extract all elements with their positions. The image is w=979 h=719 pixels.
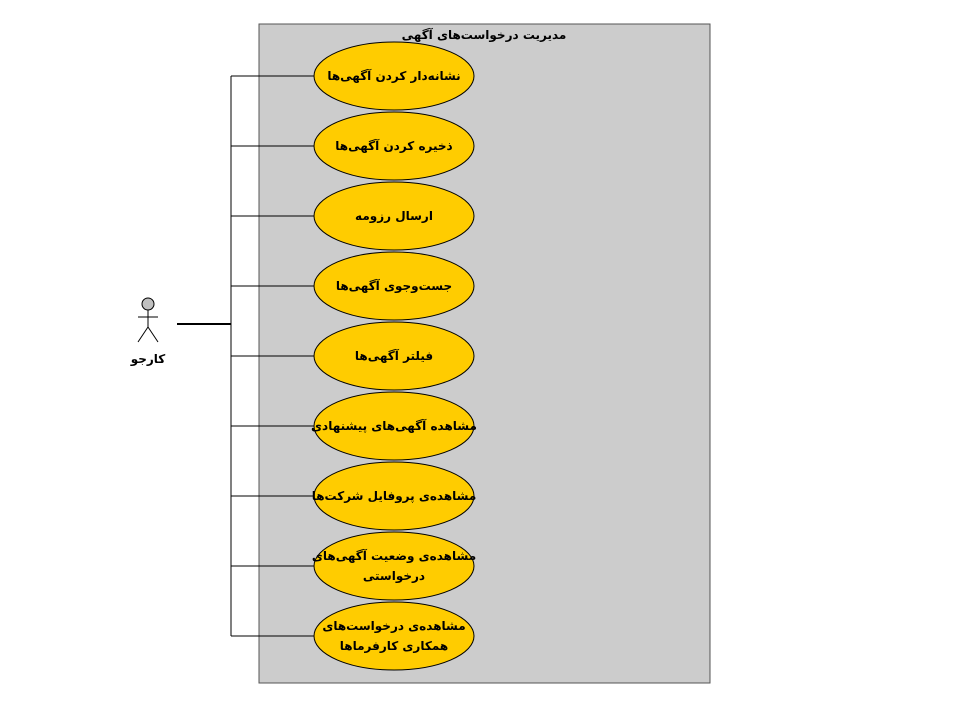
use-case-label: ذخیره کردن آگهی‌ها xyxy=(335,138,452,153)
system-title: مدیریت درخواست‌های آگهی xyxy=(402,27,567,43)
use-case[interactable]: فیلتر آگهی‌ها xyxy=(313,321,475,391)
use-cases: نشانه‌دار کردن آگهی‌ها ذخیره کردن آگهی‌ها… xyxy=(311,41,477,671)
use-case-ellipse xyxy=(313,41,475,111)
actor-head-icon xyxy=(141,297,155,311)
actor-right-leg-icon xyxy=(147,326,159,343)
use-case[interactable]: جست‌وجوی آگهی‌ها xyxy=(313,251,475,321)
use-case[interactable]: ذخیره کردن آگهی‌ها xyxy=(313,111,475,181)
use-case-ellipse xyxy=(313,601,475,671)
use-case-label: مشاهده‌ی درخواست‌های xyxy=(322,619,465,634)
use-case[interactable]: مشاهده‌ی پروفایل شرکت‌ها xyxy=(312,461,477,531)
use-case[interactable]: مشاهده‌ی وضعیت آگهی‌های درخواستی xyxy=(312,531,476,601)
use-case[interactable]: مشاهده‌ی درخواست‌های همکاری کارفرماها xyxy=(313,601,475,671)
use-case-ellipse xyxy=(313,111,475,181)
use-case-label: همکاری کارفرماها xyxy=(340,639,448,653)
use-case-label: نشانه‌دار کردن آگهی‌ها xyxy=(327,68,460,83)
use-case-label: مشاهده‌ی پروفایل شرکت‌ها xyxy=(312,489,477,504)
use-case-ellipse xyxy=(313,391,475,461)
use-case-ellipse xyxy=(313,181,475,251)
use-case-label: فیلتر آگهی‌ها xyxy=(355,348,433,363)
use-case-label: ارسال رزومه xyxy=(355,209,433,224)
use-case-label: جست‌وجوی آگهی‌ها xyxy=(336,278,452,294)
use-case[interactable]: ارسال رزومه xyxy=(313,181,475,251)
use-case-ellipse xyxy=(313,531,475,601)
use-case-label: مشاهده آگهی‌های پیشنهادی xyxy=(311,418,477,433)
use-case[interactable]: نشانه‌دار کردن آگهی‌ها xyxy=(313,41,475,111)
actor-job-seeker[interactable]: کارجو xyxy=(130,297,166,367)
connectors xyxy=(177,75,314,637)
use-case-label: درخواستی xyxy=(363,569,425,584)
use-case-ellipse xyxy=(313,251,475,321)
use-case-label: مشاهده‌ی وضعیت آگهی‌های xyxy=(312,548,476,564)
use-case-ellipse xyxy=(313,461,475,531)
actor-left-leg-icon xyxy=(137,326,149,343)
use-case-ellipse xyxy=(313,321,475,391)
actor-label: کارجو xyxy=(130,352,166,367)
use-case[interactable]: مشاهده آگهی‌های پیشنهادی xyxy=(311,391,477,461)
